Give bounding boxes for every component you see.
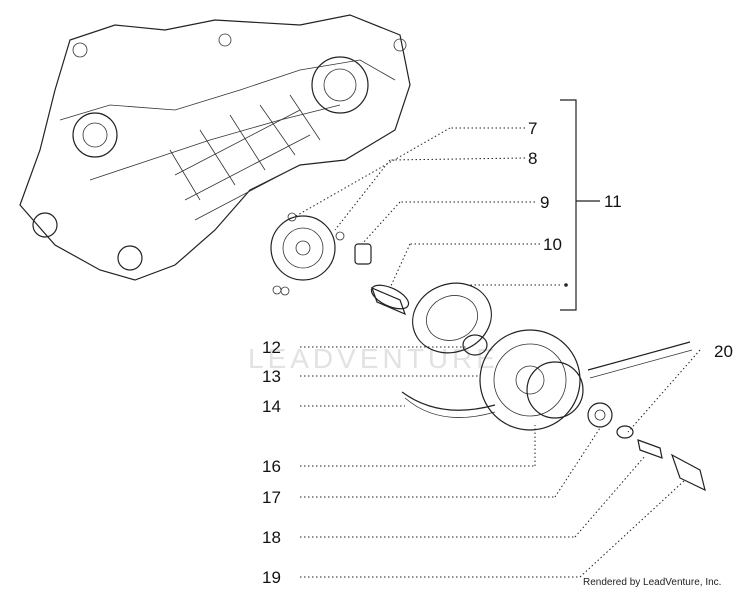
watermark: LEADVENTURE	[248, 343, 499, 374]
label-17: 17	[262, 488, 281, 507]
variator-plate-icon	[270, 212, 345, 295]
label-13: 13	[262, 367, 281, 386]
label-10: 10	[543, 235, 562, 254]
credit-text: Rendered by LeadVenture, Inc.	[583, 577, 721, 588]
label-7: 7	[528, 119, 537, 138]
label-9: 9	[540, 193, 549, 212]
drive-belt-icon	[401, 341, 693, 418]
label-18: 18	[262, 528, 281, 547]
label-16: 16	[262, 457, 281, 476]
label-14: 14	[262, 397, 281, 416]
drive-pulley-icon	[412, 282, 492, 356]
label-20: 20	[714, 342, 733, 361]
fastener-icon	[280, 286, 706, 492]
label-11: 11	[604, 192, 622, 211]
bushing-icon	[354, 243, 410, 316]
group-bracket	[560, 99, 600, 311]
crankcase-icon	[19, 14, 411, 281]
clutch-bell-icon	[479, 329, 584, 431]
label-8: 8	[528, 149, 537, 168]
label-19: 19	[262, 568, 281, 587]
label-12: 12	[262, 338, 281, 357]
leader-lines	[295, 127, 701, 578]
